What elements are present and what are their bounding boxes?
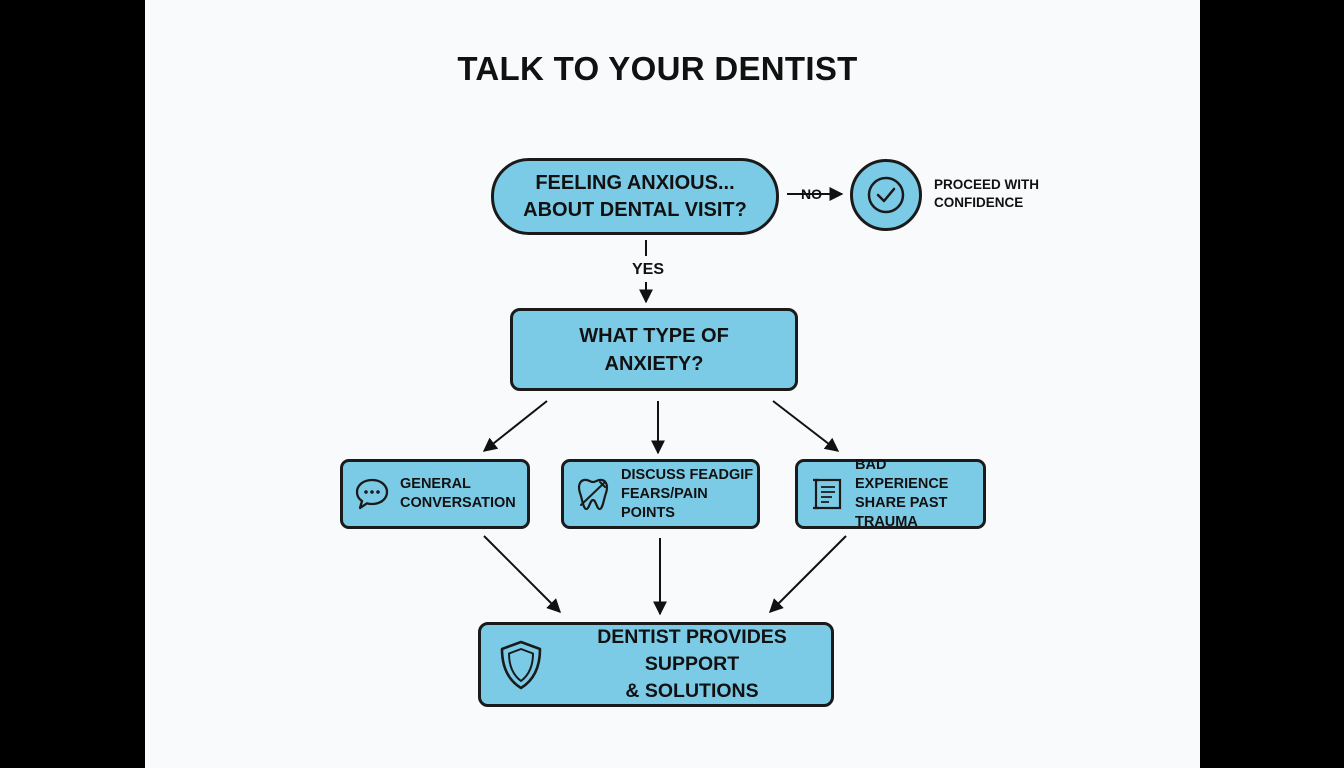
edge-label-yes: YES: [632, 261, 665, 278]
node-dentist-support-label: DENTIST PROVIDES SUPPORT & SOLUTIONS: [597, 626, 787, 702]
document-scroll-icon: [813, 478, 842, 510]
arrow-type-to-bad: [772, 400, 840, 452]
node-bad-experience-label: BAD EXPERIENCE SHARE PAST TRAUMA: [855, 457, 949, 530]
node-general-conversation-label: GENERAL CONVERSATION: [400, 476, 516, 511]
node-general-conversation: GENERAL CONVERSATION: [340, 459, 530, 529]
node-feeling-anxious: FEELING ANXIOUS... ABOUT DENTAL VISIT?: [491, 158, 779, 235]
speech-bubble-icon: [355, 478, 389, 510]
node-feeling-anxious-label: FEELING ANXIOUS... ABOUT DENTAL VISIT?: [523, 171, 747, 221]
node-discuss-fears-label: DISCUSS FEADGIF FEARS/PAIN POINTS: [621, 466, 754, 521]
node-anxiety-type: WHAT TYPE OF ANXIETY?: [510, 308, 798, 391]
edge-label-no: NO: [801, 186, 822, 202]
shield-icon: [500, 640, 542, 689]
node-dentist-support: DENTIST PROVIDES SUPPORT & SOLUTIONS: [478, 622, 834, 707]
arrow-type-to-general: [482, 400, 548, 452]
checkmark-circle-icon: [867, 176, 905, 214]
node-discuss-fears: DISCUSS FEADGIF FEARS/PAIN POINTS: [561, 459, 760, 529]
node-confirm-circle: [850, 159, 922, 231]
node-bad-experience: BAD EXPERIENCE SHARE PAST TRAUMA: [795, 457, 986, 530]
arrow-bad-to-support: [769, 535, 847, 613]
proceed-with-confidence-label: PROCEED WITH CONFIDENCE: [934, 177, 1040, 210]
tooth-icon: [577, 478, 609, 511]
node-anxiety-type-label: WHAT TYPE OF ANXIETY?: [579, 324, 729, 375]
diagram-title: TALK TO YOUR DENTIST: [457, 50, 858, 87]
arrow-general-to-support: [483, 535, 561, 613]
